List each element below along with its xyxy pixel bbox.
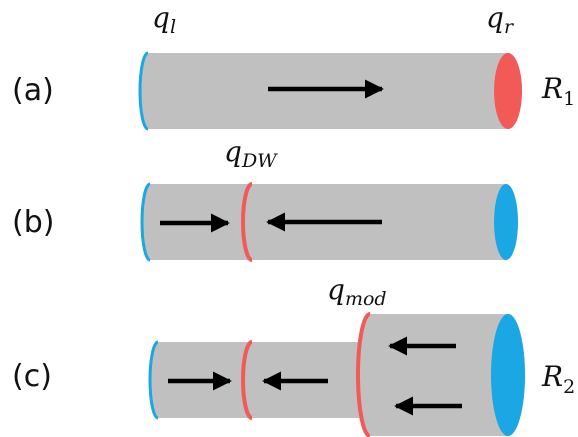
tube-b-right-end-blue — [494, 184, 518, 260]
panel-c-label: (c) — [12, 359, 52, 394]
tube-a-right-end-red — [494, 53, 522, 129]
label-q-r: qr — [486, 1, 515, 38]
tube-c-domain-wall-red — [241, 340, 253, 420]
label-q-l: ql — [152, 1, 176, 38]
panel-c: (c) qmod R2 — [12, 273, 575, 437]
label-q-dw: qDW — [224, 135, 278, 172]
panel-b-label: (b) — [12, 205, 54, 240]
label-r1: R1 — [541, 72, 575, 110]
tube-a — [138, 51, 522, 131]
tube-c-left-end-blue — [148, 340, 159, 420]
tube-b — [140, 182, 518, 262]
panel-a: (a) ql qr R1 — [12, 1, 575, 131]
tube-c — [148, 312, 525, 437]
tube-a-left-end-blue — [138, 51, 149, 131]
tube-c-modulation-interface-red — [356, 312, 371, 437]
panel-a-label: (a) — [12, 73, 54, 108]
label-r2: R2 — [541, 360, 575, 398]
label-q-mod: qmod — [327, 273, 387, 310]
tube-c-narrow-body — [150, 342, 372, 418]
panel-b: (b) qDW — [12, 135, 518, 262]
tube-c-right-end-blue — [491, 314, 525, 436]
tube-b-domain-wall-red — [241, 182, 253, 262]
tube-b-left-end-blue — [140, 182, 151, 262]
